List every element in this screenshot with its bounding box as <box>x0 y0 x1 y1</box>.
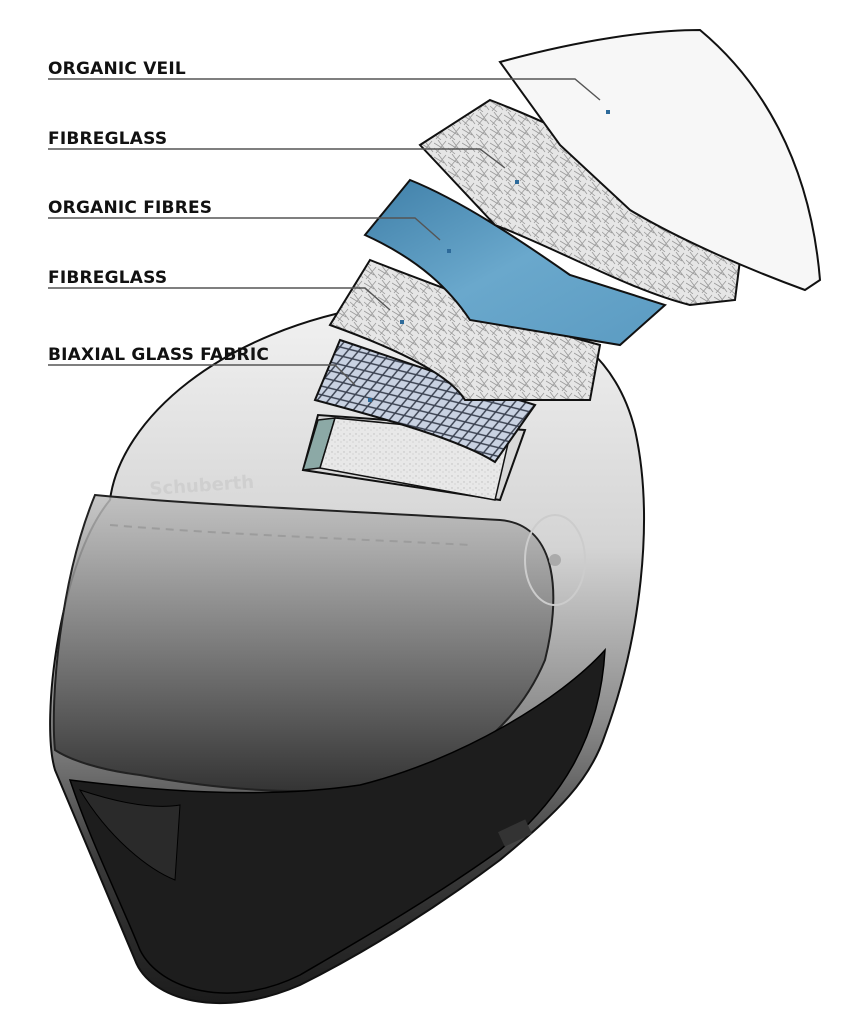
layer-organic-fibres <box>363 178 667 347</box>
label-fibreglass-inner: FIBREGLASS <box>48 268 168 288</box>
label-organic-veil: ORGANIC VEIL <box>48 59 186 79</box>
marker-dots <box>368 110 610 402</box>
leader-lines <box>48 78 601 386</box>
label-organic-fibres: ORGANIC FIBRES <box>48 198 213 218</box>
layer-biaxial-glass-fabric <box>313 338 537 464</box>
chin-bar <box>68 647 606 994</box>
layer-fibreglass-inner <box>328 258 602 401</box>
label-fibreglass-outer: FIBREGLASS <box>48 129 168 149</box>
layer-organic-veil <box>498 28 822 292</box>
visor-pivot <box>524 514 586 606</box>
label-biaxial-glass-fabric: BIAXIAL GLASS FABRIC <box>48 345 270 365</box>
